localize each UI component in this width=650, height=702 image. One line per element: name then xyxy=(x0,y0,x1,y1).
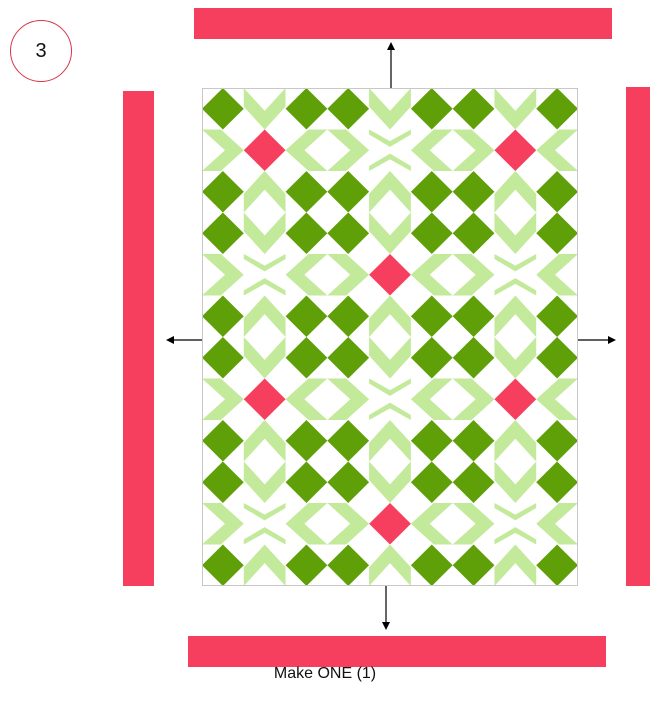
arrow-right xyxy=(578,334,618,346)
arrow-down xyxy=(380,586,392,632)
right-border-strip xyxy=(626,87,650,586)
caption: Make ONE (1) xyxy=(0,665,650,683)
step-number-badge: 3 xyxy=(10,20,72,82)
step-number: 3 xyxy=(35,40,46,63)
left-border-strip xyxy=(123,91,154,586)
bottom-border-strip xyxy=(188,636,606,667)
quilt-center xyxy=(202,88,578,586)
arrow-up xyxy=(385,40,397,88)
arrow-left xyxy=(164,334,202,346)
top-border-strip xyxy=(194,8,612,39)
